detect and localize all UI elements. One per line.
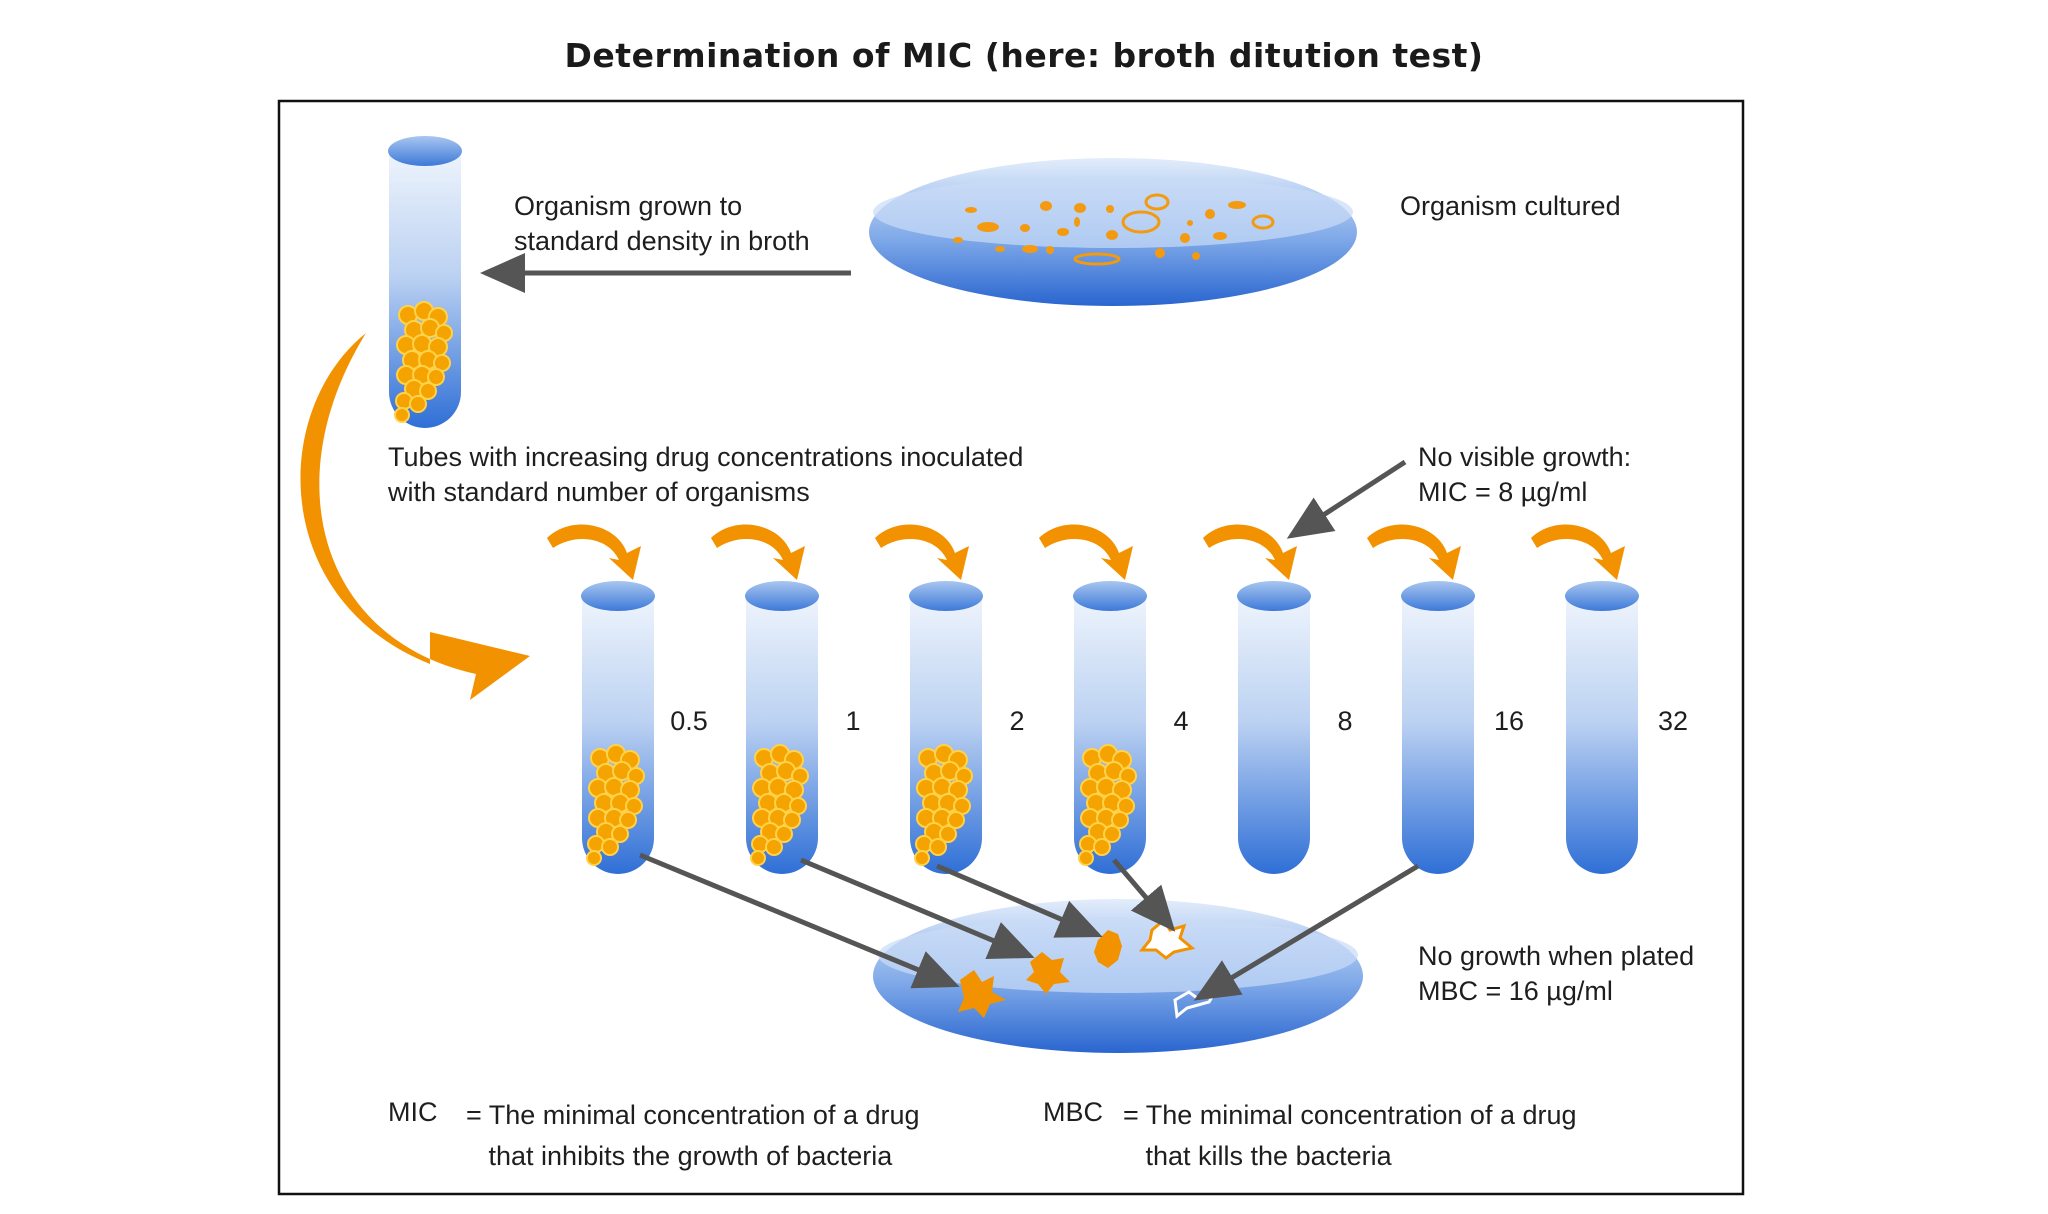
tube-body [1238,596,1310,874]
concentration-label: 16 [1493,706,1525,736]
culture-dish [869,158,1357,306]
mic-definition: = The minimal concentration of a drug th… [466,1100,920,1171]
colony-3 [1094,930,1122,968]
tube-1 [745,581,819,874]
concentration-label: 0.5 [670,706,708,736]
concentration-label: 32 [1657,706,1689,736]
mic-term: MIC [388,1097,438,1127]
label-organism-cultured: Organism cultured [1400,191,1621,221]
figure-title: Determination of MIC (here: broth dituti… [564,36,1484,75]
concentration-label: 1 [845,706,861,736]
colony-1 [958,970,1006,1018]
concentration-label: 8 [1337,706,1353,736]
tube-body [1566,596,1638,874]
label-no-visible-growth: No visible growth: MIC = 8 µg/ml [1418,442,1632,507]
mic-pointer-arrow [1286,459,1407,539]
plate-arrows [639,852,1420,1001]
tube-5 [1401,581,1475,874]
tube-4 [1237,581,1311,874]
tube-6 [1565,581,1639,874]
mbc-term: MBC [1043,1097,1103,1127]
tube-cap [745,581,819,611]
tube-cap [909,581,983,611]
tube-cap [1073,581,1147,611]
tube-3 [1073,581,1147,874]
mbc-definition: = The minimal concentration of a drug th… [1123,1100,1577,1171]
label-no-growth-plated: No growth when plated MBC = 16 µg/ml [1418,941,1695,1006]
tube-body [1402,596,1474,874]
tube-cap [1401,581,1475,611]
big-orange-arrow [300,333,530,700]
tube-0 [581,581,655,874]
tube-row [581,581,1639,874]
starter-tube [388,136,462,428]
diagram-frame [277,99,1745,1196]
tube-cap [581,581,655,611]
label-organism-grown: Organism grown to standard density in br… [514,191,810,256]
tube-cap [1237,581,1311,611]
tube-2 [909,581,983,874]
tube-cap [1565,581,1639,611]
tube-arrows [547,524,1625,580]
concentration-label: 4 [1173,706,1189,736]
concentration-label: 2 [1009,706,1025,736]
label-tubes-inoculated: Tubes with increasing drug concentration… [388,442,1024,507]
colony-2 [1026,952,1070,994]
